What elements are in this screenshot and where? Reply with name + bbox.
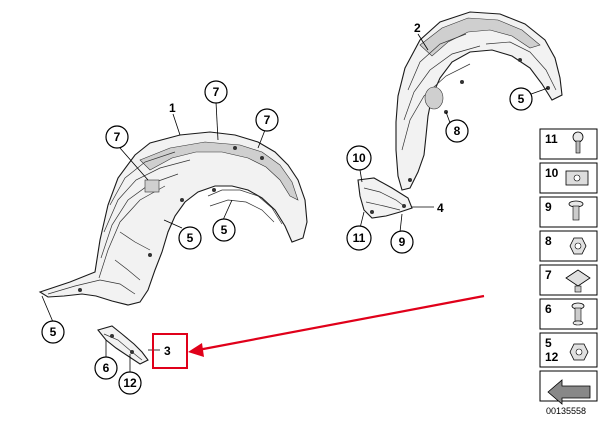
label-part-7: 7 [264, 113, 271, 127]
collar-nut-icon [569, 343, 589, 361]
pointer-arrowhead-icon [188, 343, 204, 357]
callout-circle [445, 119, 469, 143]
front-wheel-arch-liner [38, 131, 308, 306]
label-part-9: 9 [399, 235, 406, 249]
label-part-5: 5 [221, 223, 228, 237]
plastic-screw-icon [568, 200, 584, 221]
label-part-12: 12 [123, 376, 137, 390]
callout-labels: 1 7 7 7 5 5 5 6 12 2 5 8 10 4 11 9 [41, 21, 533, 395]
rear-wheel-arch-liner [395, 11, 563, 191]
label-part-8: 8 [454, 124, 461, 138]
label-part-1: 1 [169, 101, 176, 115]
expanding-rivet-icon [571, 302, 585, 326]
highlight-box [152, 333, 188, 369]
clip-nut-icon [565, 170, 589, 186]
legend-number: 11 [545, 132, 558, 146]
label-part-7: 7 [114, 130, 121, 144]
legend-number: 12 [545, 350, 559, 364]
legend-number: 8 [545, 234, 552, 248]
callout-circle [204, 80, 228, 104]
callout-circle [178, 226, 202, 250]
label-part-11: 11 [353, 231, 366, 245]
label-part-10: 10 [352, 151, 366, 165]
hex-nut-icon [569, 237, 587, 255]
callout-circle [390, 230, 414, 254]
callout-circle [509, 87, 533, 111]
callout-circle [41, 320, 65, 344]
bracket-part [97, 325, 149, 365]
square-clip-icon [565, 269, 591, 293]
label-part-5: 5 [187, 231, 194, 245]
label-part-4: 4 [437, 201, 444, 215]
callout-circle [346, 145, 372, 171]
highlight-annotation: 3 [152, 294, 485, 369]
callout-circle [212, 218, 236, 242]
fastener-legend: 11 10 9 8 7 [539, 128, 598, 416]
callout-circle [94, 356, 118, 380]
direction-arrow-icon [547, 379, 591, 405]
label-part-2: 2 [414, 21, 421, 35]
callout-circle [105, 125, 129, 149]
callout-circle [255, 108, 279, 132]
legend-number: 10 [545, 166, 559, 180]
legend-number: 9 [545, 200, 552, 214]
legend-number: 6 [545, 302, 552, 316]
pointer-arrow-line [197, 294, 485, 352]
callout-circle [118, 371, 142, 395]
label-part-5: 5 [518, 92, 525, 106]
label-part-3: 3 [164, 344, 171, 358]
label-part-5: 5 [50, 325, 57, 339]
legend-number: 7 [545, 268, 552, 282]
label-part-7: 7 [213, 85, 220, 99]
callout-circle [346, 225, 372, 251]
legend-number: 5 [545, 336, 552, 350]
triangle-bracket-part [357, 177, 413, 219]
label-part-6: 6 [103, 361, 110, 375]
diagram-id: 00135558 [546, 406, 586, 416]
screw-icon [572, 131, 584, 154]
